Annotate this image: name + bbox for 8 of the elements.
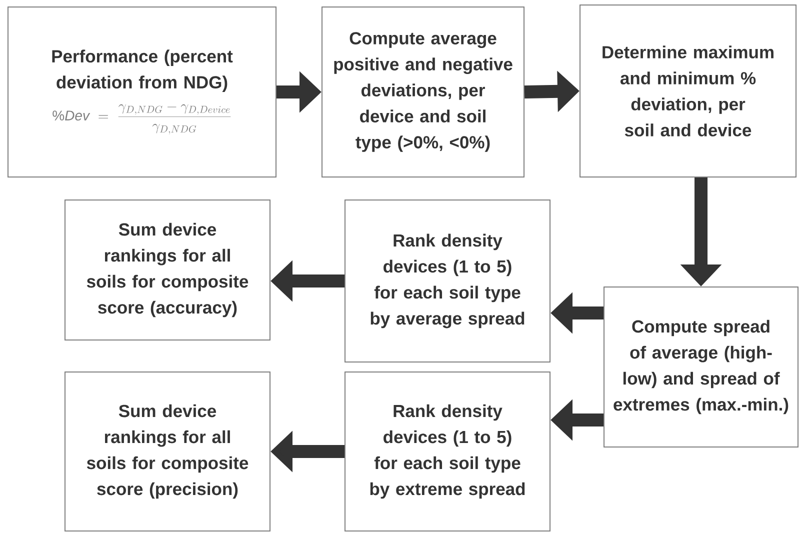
process-box: Determine maximum and minimum % deviation, per soil and device [580,4,796,178]
process-box: Rank density devices (1 to 5) for each soil type by extreme spread [344,372,550,532]
process-box: Sum device rankings for all soils for composite score (accuracy) [64,200,270,340]
process-box: Compute average positive and negative deviations, per device and soil type (>0%, <0%) [322,6,524,178]
process-box: Performance (percent deviation from NDG) $\% \mathit{Dev} = \frac{\gamma_{D,NDG} - \gamma_{D,Device}}{\gamma_{D,NDG}}$ [8,6,276,178]
process-box: Compute spread of average (high-low) and spread of extremes (max.-min.) [604,286,798,448]
process-box: Sum device rankings for all soils for composite score (precision) [64,372,270,532]
process-box: Rank density devices (1 to 5) for each soil type by average spread [344,200,550,362]
